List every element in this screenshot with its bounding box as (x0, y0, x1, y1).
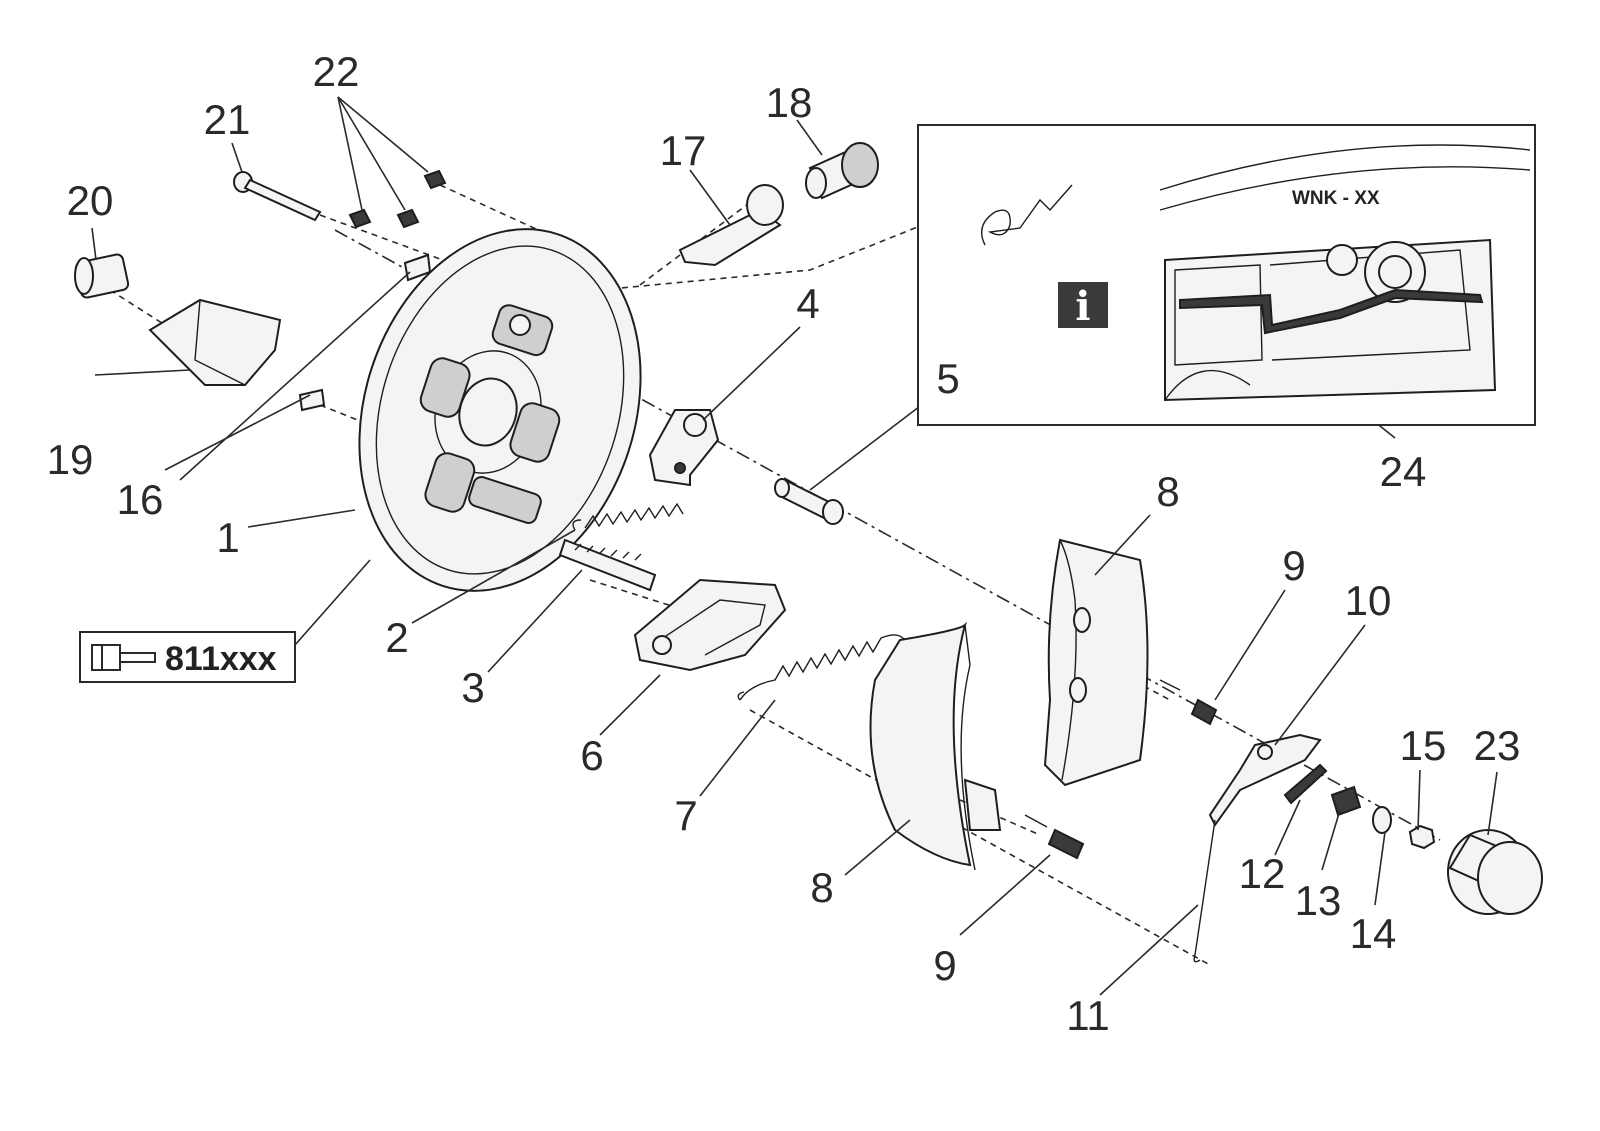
actuator-housing (633, 578, 787, 672)
callout-4: 4 (796, 280, 819, 327)
adjuster-wheel (805, 142, 879, 200)
callout-8-upper: 8 (1156, 468, 1179, 515)
callout-15: 15 (1400, 722, 1447, 769)
part-number: 811xxx (165, 640, 277, 678)
callout-labels: 1 2 3 4 5 6 7 8 8 9 9 10 11 12 13 14 15 … (47, 48, 1521, 1039)
hex-nut (1408, 824, 1436, 850)
callout-9-upper: 9 (1282, 542, 1305, 589)
callout-11: 11 (1066, 992, 1110, 1039)
shoe-spring-right (1159, 679, 1218, 726)
callout-7: 7 (674, 792, 697, 839)
callout-8-lower: 8 (810, 864, 833, 911)
callout-6: 6 (580, 732, 603, 779)
brake-shoe-left (869, 621, 1002, 871)
clip-lower (298, 388, 326, 412)
callout-14: 14 (1350, 910, 1397, 957)
shoe-spring-left (1024, 814, 1085, 860)
info-icon: i (1075, 283, 1090, 330)
bracket-lever (678, 184, 784, 267)
callout-12: 12 (1239, 850, 1286, 897)
callout-22: 22 (313, 48, 360, 95)
bolt (233, 171, 322, 222)
nut-b (396, 208, 420, 229)
inset-spring (981, 184, 1073, 246)
inset-detail: i WNK - XX (917, 124, 1536, 426)
assembly-line-adjuster (589, 579, 701, 616)
assembly-line-lever (639, 194, 761, 286)
axle-symbol-icon (91, 644, 156, 671)
callout-9-lower: 9 (933, 942, 956, 989)
callout-1: 1 (216, 514, 239, 561)
cable-rod (1193, 819, 1216, 963)
callout-20: 20 (67, 177, 114, 224)
assembly-line-bearing (109, 289, 166, 326)
actuating-lever (648, 409, 720, 487)
washer (1372, 806, 1392, 834)
adjuster-rack (558, 538, 657, 592)
small-spring (1283, 763, 1328, 805)
hub-cap (1447, 829, 1543, 915)
callout-16: 16 (117, 476, 164, 523)
info-badge (1058, 282, 1108, 328)
callout-13: 13 (1295, 877, 1342, 924)
callout-5: 5 (936, 355, 959, 402)
callout-10: 10 (1345, 577, 1392, 624)
callout-18: 18 (766, 79, 813, 126)
callout-23: 23 (1474, 722, 1521, 769)
callout-2: 2 (385, 614, 408, 661)
cable-guide (148, 298, 282, 386)
callout-21: 21 (204, 96, 251, 143)
callout-19: 19 (47, 436, 94, 483)
nut-c (423, 169, 447, 190)
nut-a (348, 208, 372, 229)
brake-shoe-right (1043, 538, 1149, 787)
parking-lever (1208, 733, 1322, 827)
roller-bearing (74, 253, 130, 299)
return-spring (572, 502, 684, 531)
spring-sleeve (1330, 785, 1362, 817)
part-number-box: 811xxx (79, 631, 296, 683)
long-tension-spring (737, 634, 907, 701)
callout-3: 3 (461, 664, 484, 711)
pivot-pin (774, 478, 844, 525)
callout-17: 17 (660, 127, 707, 174)
backing-plate (358, 228, 642, 592)
inset-label: WNK - XX (1292, 188, 1380, 209)
callout-24: 24 (1380, 448, 1427, 495)
